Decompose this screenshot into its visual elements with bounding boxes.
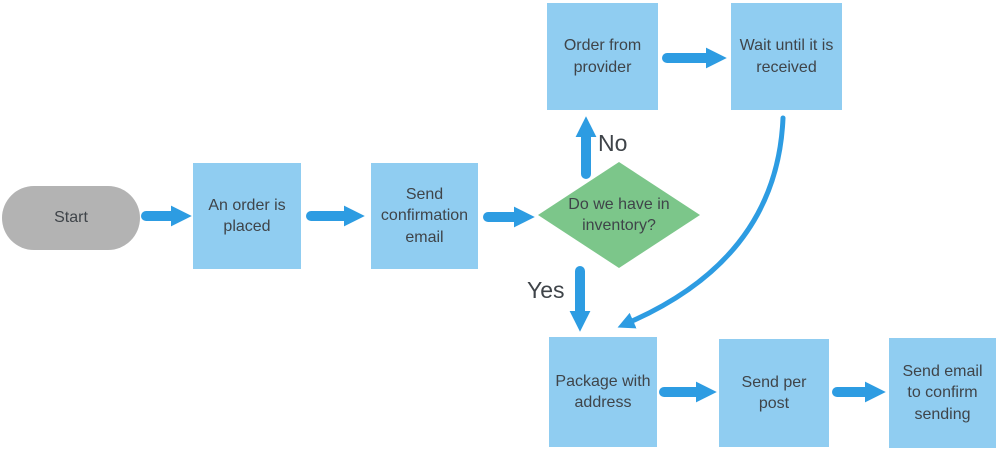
- node-inventory-decision: Do we have in inventory?: [538, 162, 700, 268]
- node-order-placed: An order is placed: [193, 163, 301, 269]
- node-package-address-label: Package with address: [555, 372, 651, 411]
- node-start-label: Start: [54, 209, 88, 227]
- node-inventory-decision-label: Do we have in inventory?: [568, 195, 670, 234]
- node-send-confirmation: Send confirmation email: [371, 163, 478, 269]
- node-start: Start: [2, 186, 140, 250]
- node-wait-received-label: Wait until it is received: [739, 37, 834, 76]
- edge-label-yes: Yes: [527, 277, 565, 303]
- node-order-provider: Order from provider: [547, 3, 658, 110]
- node-wait-received: Wait until it is received: [731, 3, 842, 110]
- node-send-post-label: Send per post: [741, 373, 807, 412]
- node-send-post: Send per post: [719, 339, 829, 447]
- edge-label-no: No: [598, 130, 628, 156]
- node-send-email-confirm-label: Send email to confirm sending: [902, 363, 983, 423]
- node-package-address: Package with address: [549, 337, 657, 447]
- node-send-email-confirm: Send email to confirm sending: [889, 338, 996, 448]
- node-order-placed-label: An order is placed: [208, 196, 286, 235]
- node-order-provider-label: Order from provider: [563, 37, 642, 76]
- node-send-confirmation-label: Send confirmation email: [380, 186, 469, 246]
